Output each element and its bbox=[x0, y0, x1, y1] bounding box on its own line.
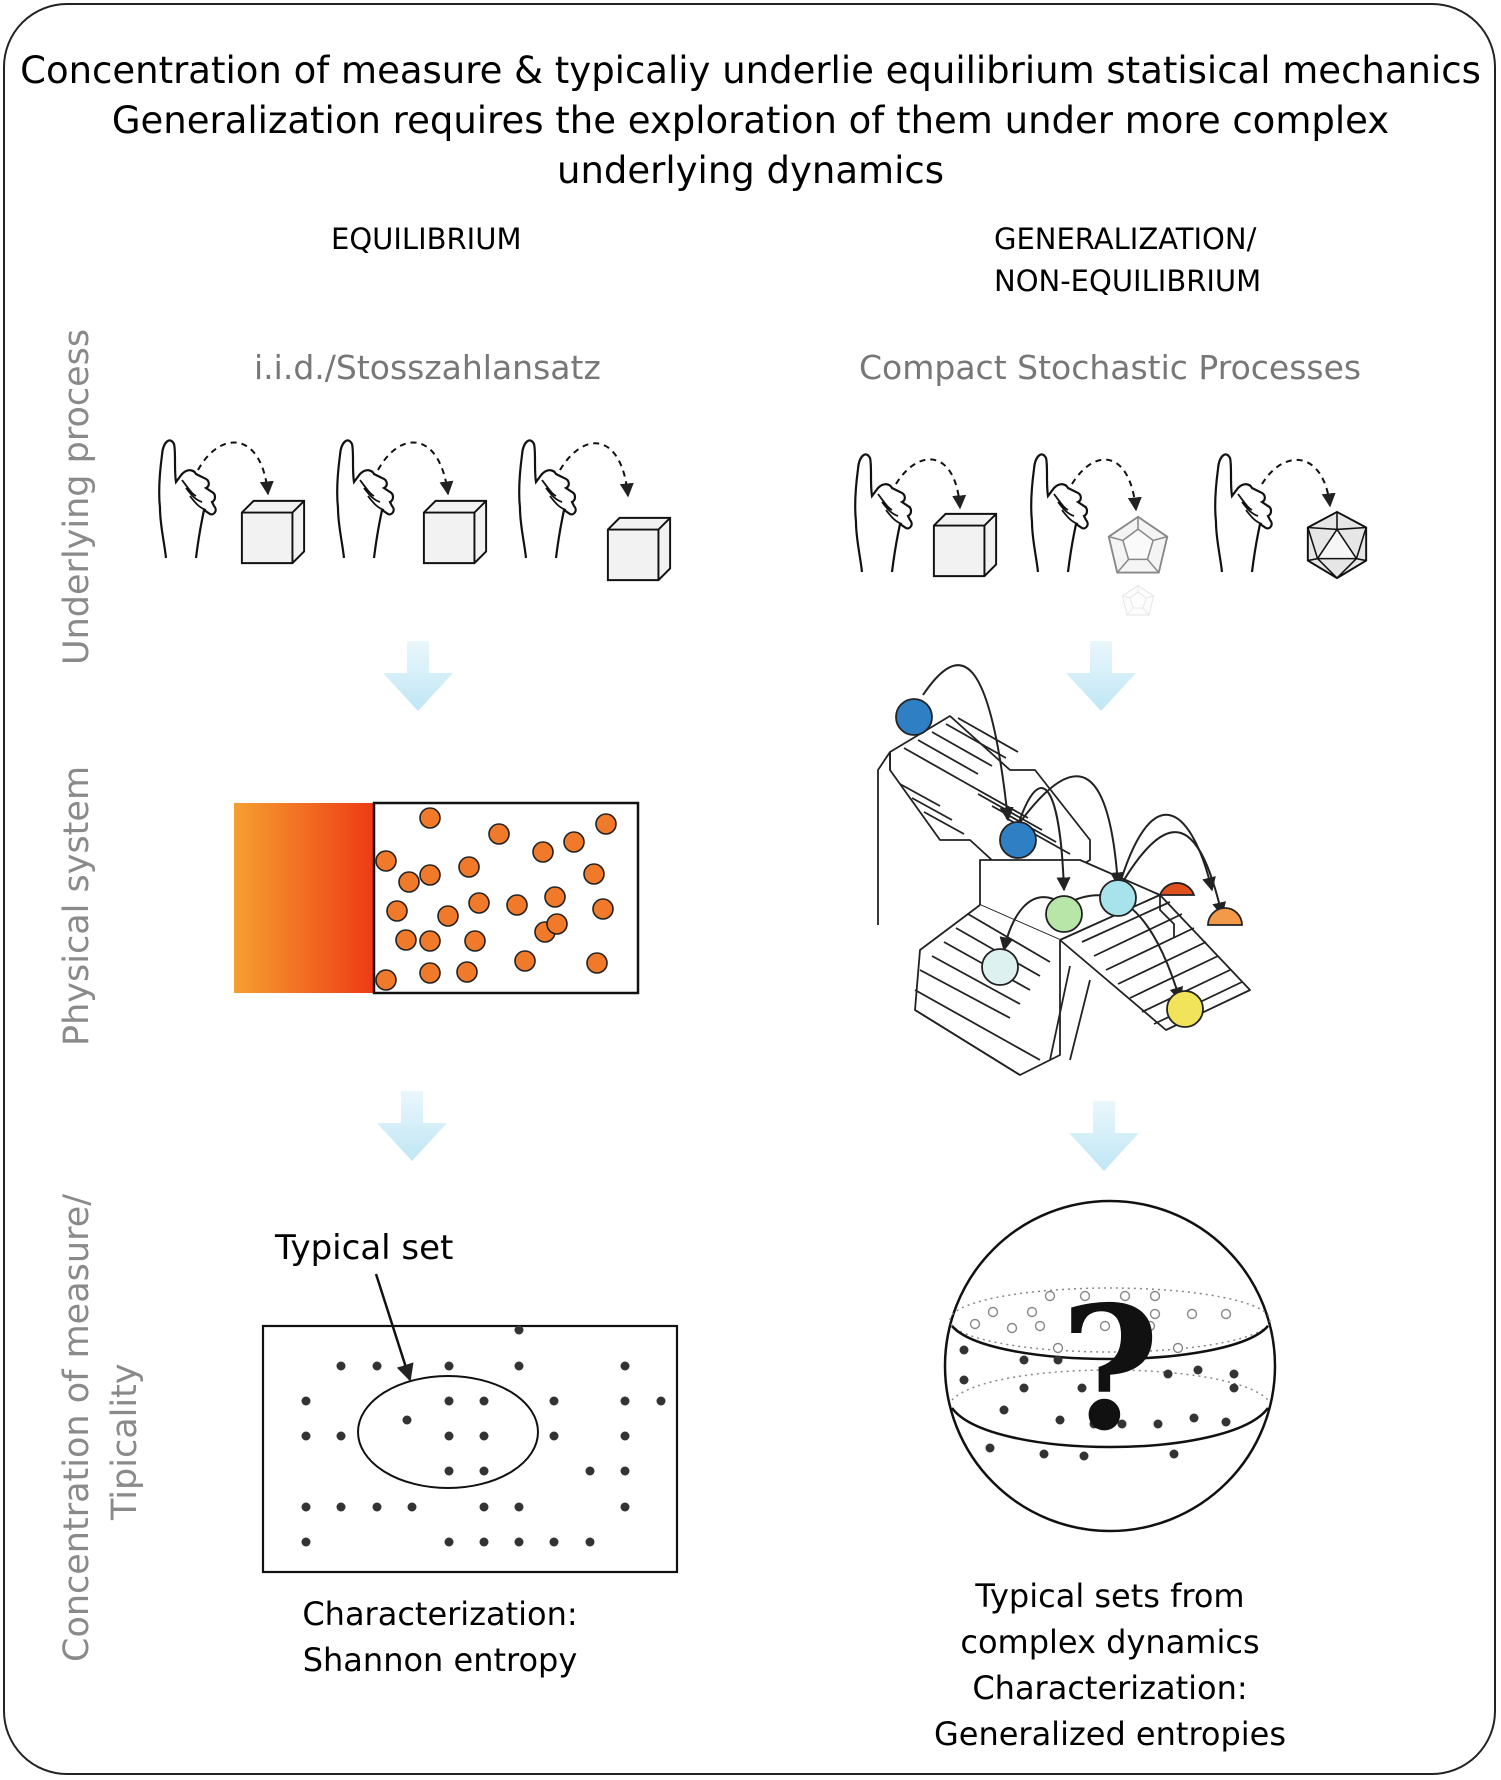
compact-stochastic-label: Compact Stochastic Processes bbox=[859, 348, 1362, 387]
iid-process-label: i.i.d./Stosszahlansatz bbox=[254, 348, 601, 387]
sphere-icon bbox=[943, 1199, 1277, 1533]
ball-blue-1 bbox=[895, 698, 933, 736]
equilibrium-header: EQUILIBRIUM bbox=[331, 222, 522, 256]
cube-die-icon bbox=[240, 499, 306, 565]
non-equilibrium-header-line-1: GENERALIZATION/ bbox=[994, 222, 1257, 256]
cube-die-icon bbox=[606, 516, 672, 582]
right-die-throws bbox=[854, 453, 1368, 616]
hand-throwing-die-icon bbox=[854, 453, 998, 578]
down-arrow-right-2 bbox=[1069, 1101, 1139, 1171]
right-characterization: Typical sets from complex dynamics Chara… bbox=[880, 1573, 1340, 1757]
figure-title: Concentration of measure & typicaliy und… bbox=[0, 46, 1501, 196]
cube-die-icon bbox=[422, 499, 488, 565]
non-equilibrium-header-line-2: NON-EQUILIBRIUM bbox=[994, 264, 1262, 298]
question-mark: ? bbox=[1060, 1269, 1160, 1469]
staircase-balls bbox=[895, 698, 1243, 1028]
ball-red bbox=[1158, 882, 1196, 896]
left-caption-line-2: Shannon entropy bbox=[302, 1641, 578, 1679]
ball-yellow bbox=[1166, 990, 1204, 1028]
ball-orange bbox=[1207, 907, 1243, 926]
figure-frame bbox=[3, 3, 1496, 1775]
sample-space-box bbox=[261, 1324, 679, 1574]
ball-pale bbox=[981, 948, 1019, 986]
title-line-3: underlying dynamics bbox=[557, 149, 944, 192]
typical-set-label: Typical set bbox=[275, 1228, 454, 1268]
icosahedron-die-icon bbox=[1306, 510, 1368, 580]
left-die-throws bbox=[158, 439, 672, 582]
heat-bath bbox=[234, 803, 374, 993]
left-characterization: Characterization: Shannon entropy bbox=[290, 1591, 590, 1683]
left-caption-line-1: Characterization: bbox=[302, 1595, 578, 1633]
title-line-1: Concentration of measure & typicaliy und… bbox=[20, 49, 1481, 92]
hand-throwing-die-icon bbox=[1214, 453, 1368, 580]
hand-throwing-die-icon bbox=[518, 439, 672, 582]
right-caption-line-2: complex dynamics bbox=[960, 1623, 1260, 1661]
dodecahedron-die-icon bbox=[1107, 515, 1169, 574]
hand-throwing-die-icon bbox=[1030, 453, 1169, 616]
typical-set-ellipse bbox=[357, 1375, 539, 1489]
sample-dots bbox=[301, 1325, 666, 1547]
title-line-2: Generalization requires the exploration … bbox=[111, 99, 1390, 142]
ball-blue-2 bbox=[999, 821, 1037, 859]
cube-die-icon bbox=[932, 512, 998, 578]
down-arrow-right-1 bbox=[1066, 641, 1136, 711]
typical-set-pointer bbox=[374, 1273, 414, 1382]
right-caption-line-4: Generalized entropies bbox=[933, 1715, 1287, 1753]
non-equilibrium-header: GENERALIZATION/ NON-EQUILIBRIUM bbox=[994, 218, 1261, 302]
ball-cyan bbox=[1099, 879, 1137, 917]
down-arrow-left-1 bbox=[383, 641, 453, 711]
right-caption-line-3: Characterization: bbox=[972, 1669, 1248, 1707]
gas-particles bbox=[375, 807, 617, 991]
hand-throwing-die-icon bbox=[336, 439, 488, 565]
ball-green bbox=[1045, 895, 1083, 933]
right-caption-line-1: Typical sets from bbox=[975, 1577, 1245, 1615]
hand-throwing-die-icon bbox=[158, 439, 306, 565]
down-arrow-left-2 bbox=[377, 1091, 447, 1161]
